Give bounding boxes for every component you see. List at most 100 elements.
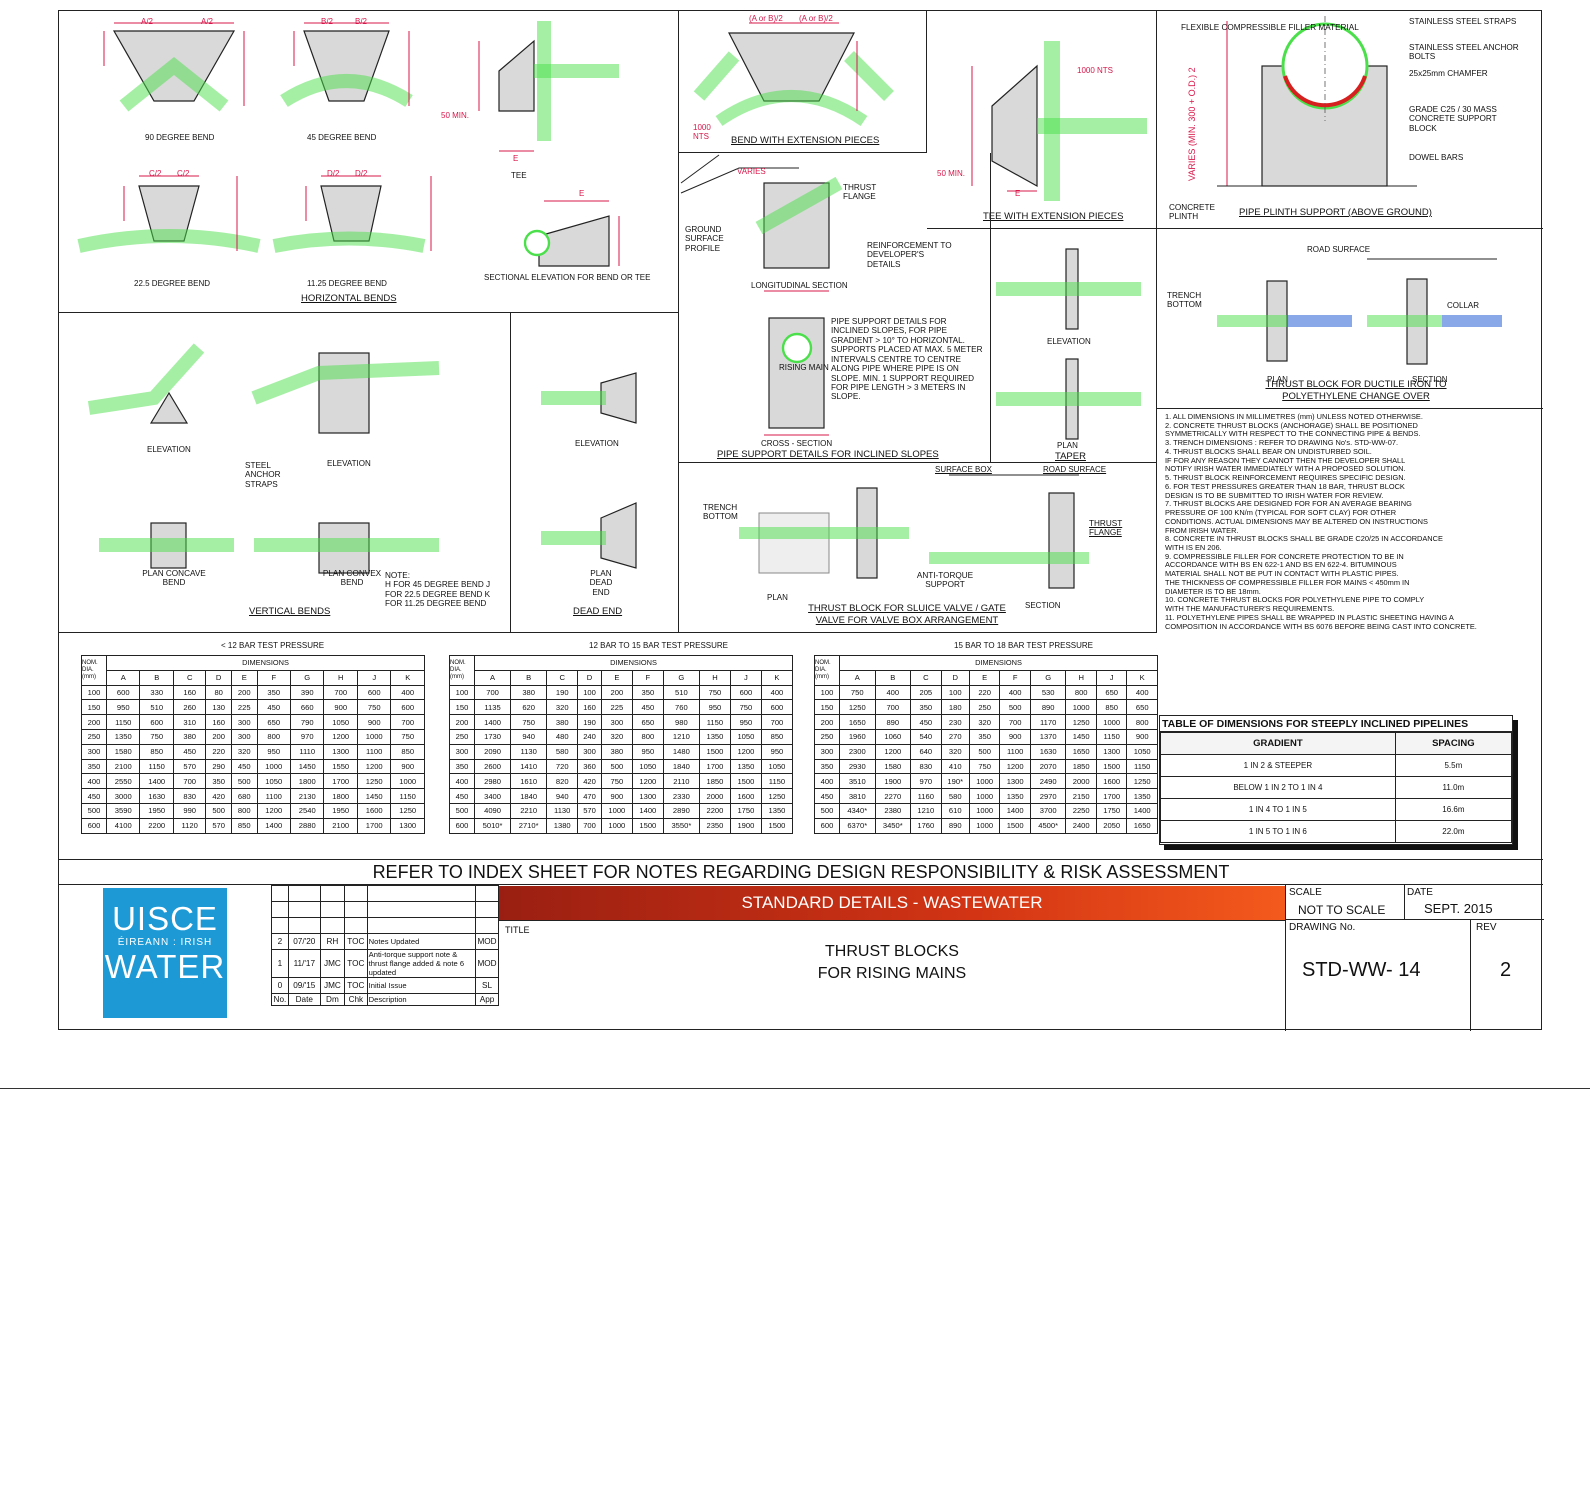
- steep-spacing: 22.0m: [1394, 820, 1513, 843]
- table-cell: 2270: [874, 788, 912, 804]
- dim-e-sectional: E: [579, 189, 585, 198]
- table-cell: 2200: [139, 817, 174, 834]
- table-cell: 2070: [1029, 758, 1067, 775]
- table-cell: 500: [968, 743, 1001, 760]
- table-cell: 400: [81, 773, 107, 790]
- table-cell: 750: [356, 699, 392, 716]
- table-cell: 180: [940, 699, 970, 716]
- table-header-nom-dia: NOM. DIA. (mm): [81, 655, 107, 686]
- revision-cell: JMC: [319, 977, 346, 994]
- label-vertical-elevation-2: ELEVATION: [327, 459, 371, 468]
- table-cell: 450: [814, 788, 840, 804]
- table-col-header: D: [577, 669, 602, 686]
- title-pipe-plinth: PIPE PLINTH SUPPORT (ABOVE GROUND): [1239, 207, 1432, 218]
- table-cell: 380: [600, 743, 633, 760]
- table-cell: 1840: [662, 758, 700, 775]
- title-taper: TAPER: [1055, 451, 1086, 462]
- table-cell: 1160: [910, 788, 942, 804]
- table-cell: 600: [449, 817, 475, 834]
- table-cell: 450: [81, 788, 107, 804]
- table-cell: 800: [1065, 684, 1097, 701]
- table-col-header: D: [940, 669, 970, 686]
- table-cell: 1300: [1095, 743, 1128, 760]
- table-cell: 500: [230, 773, 258, 790]
- table-cell: 320: [968, 714, 1001, 730]
- revision-cell: RH: [319, 933, 346, 950]
- table-cell: 500: [814, 802, 840, 819]
- table-cell: 300: [600, 714, 633, 730]
- revision-empty-cell: [319, 901, 346, 918]
- table-header-nom-dia: NOM. DIA. (mm): [814, 655, 840, 686]
- dim-d2-right: D/2: [355, 169, 368, 178]
- table-cell: 1700: [323, 773, 358, 790]
- table-header-dimensions: DIMENSIONS: [106, 655, 425, 671]
- table-cell: 1450: [289, 758, 325, 775]
- table-cell: 400: [760, 684, 794, 701]
- table-cell: 1840: [510, 788, 548, 804]
- table-col-header: A: [839, 669, 876, 686]
- table-cell: 1050: [760, 758, 794, 775]
- table-cell: 1500: [999, 817, 1031, 834]
- table-col-header: J: [1095, 669, 1128, 686]
- table-cell: 320: [600, 728, 633, 745]
- table-cell: 950: [631, 743, 664, 760]
- rev-label: REV: [1476, 922, 1497, 933]
- note-3: 3. TRENCH DIMENSIONS : REFER TO DRAWING …: [1165, 438, 1399, 448]
- table-cell: 1500: [698, 743, 731, 760]
- table-cell: 2090: [473, 743, 512, 760]
- table-cell: 900: [1126, 728, 1158, 745]
- table-cell: 1850: [1065, 758, 1097, 775]
- table-cell: 1350: [698, 728, 731, 745]
- table-cell: 950: [105, 699, 141, 716]
- revision-cell: TOC: [344, 977, 368, 994]
- note-10: 10. CONCRETE THRUST BLOCKS FOR POLYETHYL…: [1165, 595, 1425, 614]
- label-dead-end-elevation: ELEVATION: [575, 439, 619, 448]
- table-cell: 480: [546, 728, 579, 745]
- table-cell: 300: [230, 714, 258, 730]
- label-stainless-straps: STAINLESS STEEL STRAPS: [1409, 17, 1517, 26]
- table-cell: 1150: [698, 714, 731, 730]
- dim-1000-nts-tee: 1000 NTS: [1077, 66, 1114, 75]
- uisce-eireann-logo: UISCE ÉIREANN : IRISH WATER: [103, 888, 227, 1018]
- rev-cell: REV 2: [1470, 919, 1544, 1031]
- table-cell: 2350: [698, 817, 731, 834]
- revision-empty-cell: [319, 885, 346, 902]
- table-cell: 230: [940, 714, 970, 730]
- table-cell: 350: [81, 758, 107, 775]
- table-cell: 1400: [256, 817, 292, 834]
- table-col-header: K: [760, 669, 794, 686]
- table-cell: 1730: [473, 728, 512, 745]
- panel-tee-extension: 1000 NTS 50 MIN. E TEE WITH EXTENSION PI…: [927, 11, 1157, 229]
- revision-cell: 07/'20: [287, 933, 321, 950]
- table-title: 15 BAR TO 18 BAR TEST PRESSURE: [954, 641, 1094, 650]
- table-cell: 1130: [546, 802, 579, 819]
- table-cell: 850: [230, 817, 258, 834]
- dim-50-min-tee: 50 MIN.: [937, 169, 966, 178]
- dim-a2-right: A/2: [201, 17, 214, 26]
- note-1: 1. ALL DIMENSIONS IN MILLIMETRES (mm) UN…: [1165, 412, 1423, 421]
- table-cell: 600: [105, 684, 141, 701]
- table-col-header: E: [600, 669, 633, 686]
- table-cell: 330: [139, 684, 174, 701]
- table-cell: 1250: [1126, 773, 1158, 790]
- table-cell: 750: [729, 699, 762, 716]
- label-22-5-degree-bend: 22.5 DEGREE BEND: [134, 279, 211, 288]
- table-cell: 3400: [473, 788, 512, 804]
- table-cell: 1700: [356, 817, 392, 834]
- table-cell: 850: [1095, 699, 1128, 716]
- table-cell: 1610: [510, 773, 548, 790]
- table-cell: 1150: [1095, 728, 1128, 745]
- table-cell: 360: [577, 758, 602, 775]
- table-cell: 1000: [600, 817, 633, 834]
- label-collar: COLLAR: [1447, 301, 1480, 310]
- title-dead-end: DEAD END: [573, 606, 623, 617]
- table-cell: 850: [139, 743, 174, 760]
- note-9: 9. COMPRESSIBLE FILLER FOR CONCRETE PROT…: [1165, 551, 1410, 596]
